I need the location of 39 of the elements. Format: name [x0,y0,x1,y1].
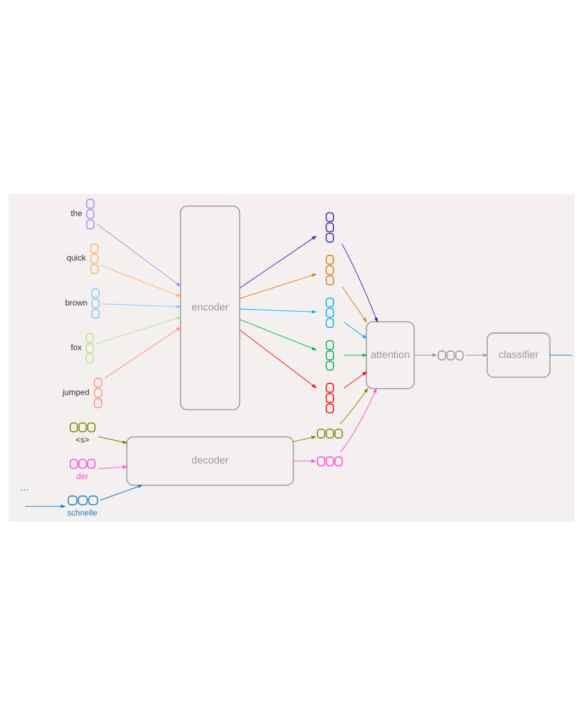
arrow [239,236,317,288]
arrow [102,304,182,308]
node-label: brown [65,298,88,308]
arrow [98,465,128,470]
arrow [464,353,488,357]
arrow [239,330,317,388]
arrow [96,316,182,344]
arrow [100,265,182,297]
arrow [24,504,66,508]
arrow [239,319,317,350]
arrow [414,353,438,357]
node-box: decoder [126,436,294,486]
node-label: jumped [62,388,90,397]
node-label: fox [70,343,82,352]
arrow [344,371,368,388]
node-label: <s> [76,435,90,444]
arrow [100,484,143,500]
arrow [96,224,182,287]
label: ... [20,482,29,494]
arrow [342,286,368,323]
node-label: quick [66,254,86,263]
arrow [239,308,317,314]
arrow [340,388,377,452]
arrow [293,459,316,463]
arrow [239,274,317,299]
node-label: der [76,472,88,481]
arrow [342,244,378,323]
node-box: encoder [180,206,240,410]
arrow [340,388,368,424]
node-label: the [70,209,82,218]
node-box: classifier [486,332,550,378]
arrow [344,322,368,339]
node-box: attention [366,321,415,390]
arrow [98,436,128,444]
arrow [344,353,368,357]
arrow [293,436,316,442]
node-label: schnelle [67,508,98,518]
connector [550,354,572,356]
arrow [104,326,182,379]
